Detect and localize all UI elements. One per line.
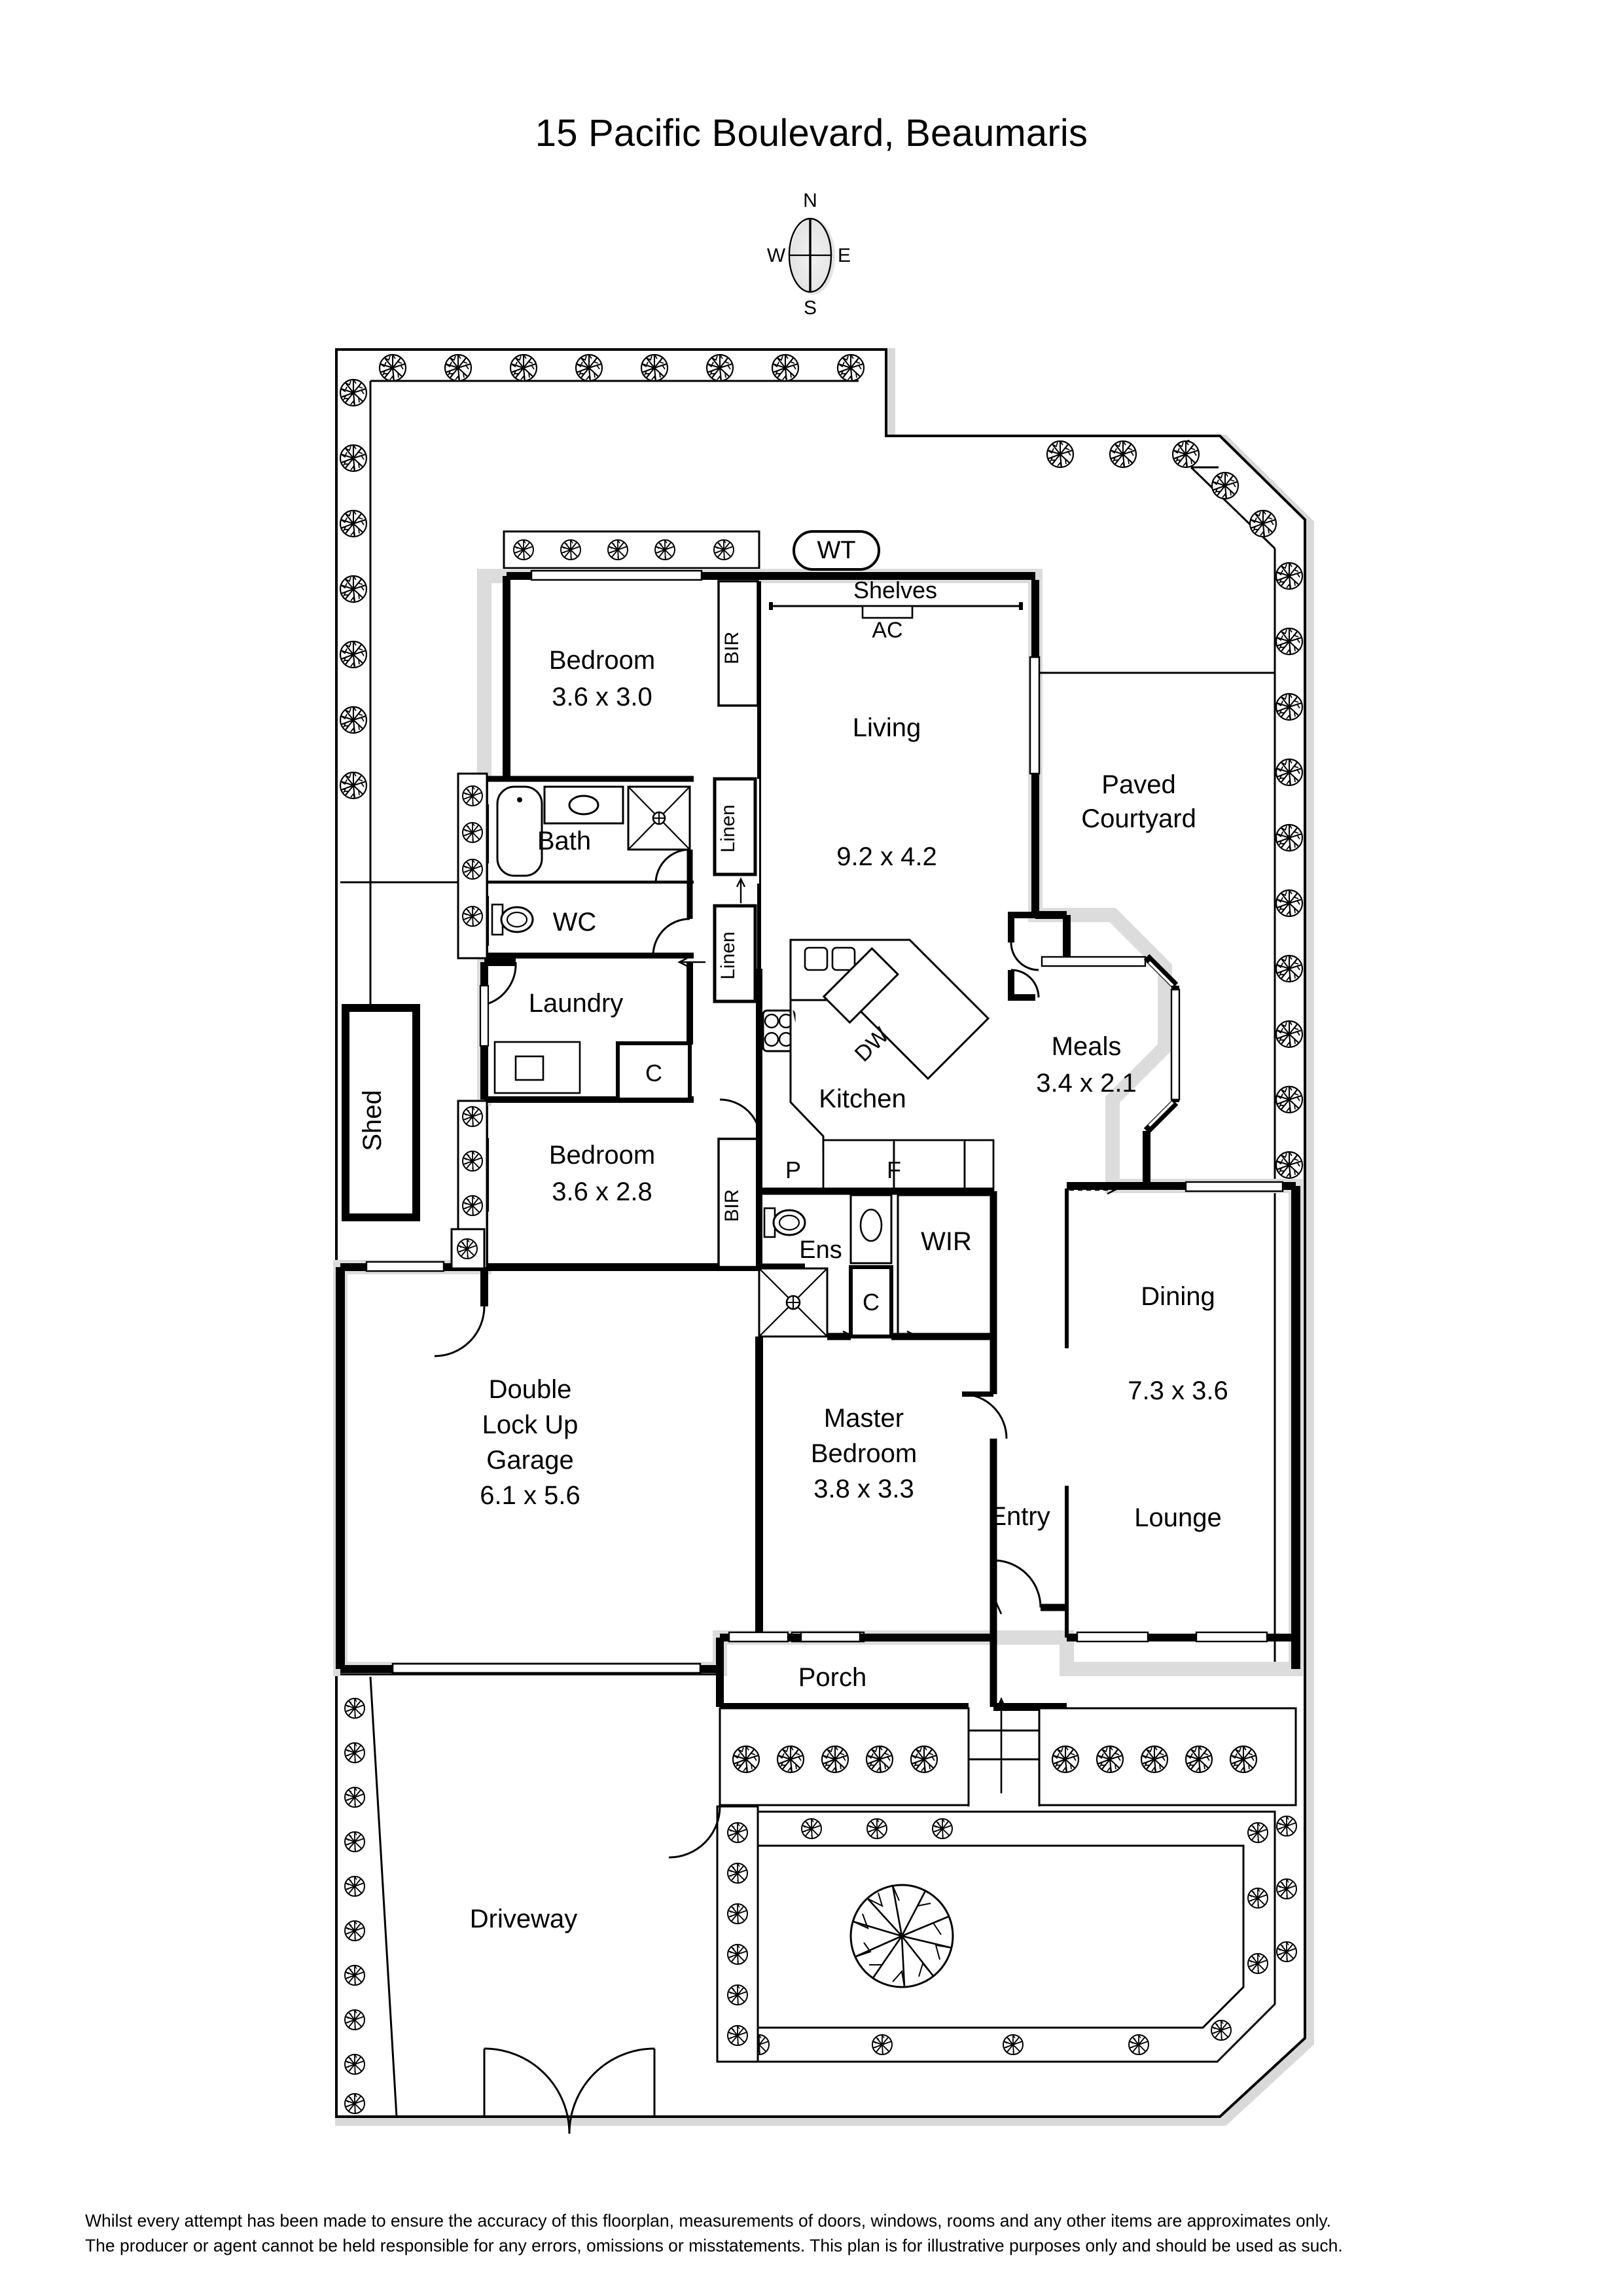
porch-label: Porch [798, 1663, 867, 1692]
shed-label: Shed [358, 1090, 387, 1151]
compass-north-label: N [803, 190, 817, 211]
pantry-label: P [785, 1157, 801, 1183]
compass-shadow [791, 219, 835, 295]
dining-name: Dining [1141, 1282, 1215, 1311]
wir-label: WIR [921, 1227, 972, 1256]
structure-shed [342, 1004, 420, 1221]
linen-closet-2 [713, 904, 757, 1003]
room-dining [1065, 1181, 1300, 1669]
disclaimer-line-1: Whilst every attempt has been made to en… [85, 2211, 1332, 2231]
water-tank-badge [793, 530, 880, 571]
compass-svg: N E S W [767, 190, 851, 319]
laundry-cupboard-label: C [645, 1060, 662, 1086]
fridge-label: F [887, 1157, 901, 1183]
room-bedroom-2 [479, 1106, 759, 1271]
room-living [757, 572, 1041, 969]
room-wir [827, 1191, 997, 1340]
feature-tree [849, 1884, 954, 1988]
linen-closet-1 [713, 777, 757, 876]
ac-label: AC [872, 618, 902, 643]
kitchen-label: Kitchen [819, 1085, 906, 1113]
wc-label: WC [553, 908, 597, 937]
compass-rose: N E S W [0, 183, 1623, 327]
shelves-label: Shelves [853, 577, 937, 603]
meals-name: Meals [1052, 1032, 1122, 1061]
disclaimer-line-2: The producer or agent cannot be held res… [85, 2235, 1343, 2255]
garden-bed-porch-left [719, 1707, 970, 1806]
garden-bed-garage-side [450, 1228, 486, 1270]
garage-line1: Double [489, 1375, 572, 1404]
linen-1-label: Linen [717, 804, 739, 852]
room-laundry [479, 958, 694, 1103]
bedroom-2-name: Bedroom [549, 1141, 655, 1170]
garage-dims: 6.1 x 5.6 [480, 1481, 580, 1510]
garage-line2: Lock Up [482, 1410, 579, 1439]
room-porch [716, 1590, 1067, 1711]
bir-bedroom-2-label: BIR [721, 1189, 743, 1222]
driveway-label: Driveway [470, 1905, 577, 1933]
dining-dims: 7.3 x 3.6 [1128, 1376, 1228, 1405]
side-gate-arc [668, 1806, 721, 1859]
bir-bedroom-1 [717, 580, 759, 707]
courtyard-label-line1: Paved [1101, 770, 1175, 799]
disclaimer: Whilst every attempt has been made to en… [85, 2209, 1538, 2258]
flow-arrows-hall [677, 877, 746, 967]
master-bedroom-line2: Bedroom [811, 1439, 917, 1468]
bedroom-1-dims: 3.6 x 3.0 [552, 683, 652, 711]
garden-strip-side-path [716, 1805, 759, 2063]
water-tank-label: WT [817, 537, 855, 564]
ensuite-label: Ens [799, 1236, 842, 1264]
compass-south-label: S [804, 297, 817, 319]
room-wc [479, 884, 694, 959]
bedroom-2-dims: 3.6 x 2.8 [552, 1177, 652, 1206]
bedroom-1-name: Bedroom [549, 646, 655, 675]
master-bedroom-line1: Master [824, 1404, 904, 1433]
area-front-lawn [719, 1810, 1276, 2063]
entry-label: Entry [989, 1502, 1050, 1531]
compass-west-label: W [767, 245, 786, 266]
bir-bedroom-2 [717, 1138, 759, 1268]
courtyard-label-line2: Courtyard [1081, 804, 1196, 833]
room-kitchen [719, 939, 995, 1267]
garden-bed-north-bedroom [503, 530, 760, 569]
garage-line3: Garage [486, 1446, 573, 1475]
room-bedroom-1 [503, 569, 759, 779]
room-lounge [1067, 1631, 1296, 1643]
bath-label: Bath [537, 827, 591, 855]
garden-bed-west-bath [457, 772, 488, 960]
linen-2-label: Linen [717, 931, 739, 979]
bir-bedroom-1-label: BIR [721, 632, 743, 664]
master-bedroom-dims: 3.8 x 3.3 [813, 1475, 914, 1503]
wir-cupboard-label: C [863, 1289, 880, 1316]
flow-arrows-ensuite [830, 1330, 917, 1340]
page-title: 15 Pacific Boulevard, Beaumaris [535, 112, 1088, 154]
compass-east-label: E [838, 245, 851, 266]
laundry-label: Laundry [529, 989, 624, 1018]
living-name: Living [853, 713, 921, 742]
area-paved-courtyard [1008, 672, 1275, 1001]
room-ensuite [758, 1187, 993, 1338]
meals-dims: 3.4 x 2.1 [1036, 1069, 1136, 1098]
living-dims: 9.2 x 4.2 [836, 842, 936, 871]
room-garage [336, 1261, 720, 1674]
garden-bed-porch-right [1038, 1707, 1297, 1806]
room-meals [1035, 911, 1181, 1186]
lounge-label: Lounge [1134, 1503, 1221, 1532]
area-driveway [340, 1673, 720, 2134]
